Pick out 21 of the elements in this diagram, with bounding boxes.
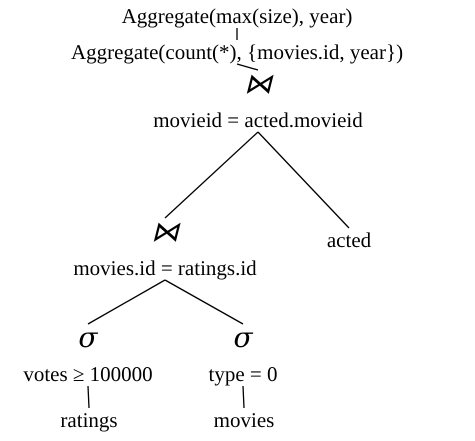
condition-text: type = 0 xyxy=(208,362,278,386)
tree-edge xyxy=(87,386,90,408)
tree-edge xyxy=(236,28,238,40)
condition-text: votes ≥ 100000 xyxy=(23,362,153,386)
condition-text: movies.id = ratings.id xyxy=(73,256,257,280)
operator-symbol: ⋈ xyxy=(244,70,272,98)
plan-node-label: movies xyxy=(214,408,274,432)
tree-edge xyxy=(88,279,166,325)
tree-edge xyxy=(236,63,258,71)
plan-node-label: acted xyxy=(326,228,372,252)
operator-symbol: σ xyxy=(233,324,253,352)
operator-symbol: ⋈ xyxy=(151,218,179,246)
plan-node-label: Aggregate(max(size), year) xyxy=(122,4,352,28)
condition-text: movieid = acted.movieid xyxy=(153,108,363,132)
tree-edge xyxy=(242,386,245,408)
tree-edge xyxy=(258,132,350,228)
plan-node-label: Aggregate(count(*), {movies.id, year}) xyxy=(70,40,404,64)
tree-edge xyxy=(164,132,258,218)
plan-node-label: ratings xyxy=(60,408,118,432)
operator-symbol: σ xyxy=(78,324,98,352)
tree-edge xyxy=(164,279,244,325)
